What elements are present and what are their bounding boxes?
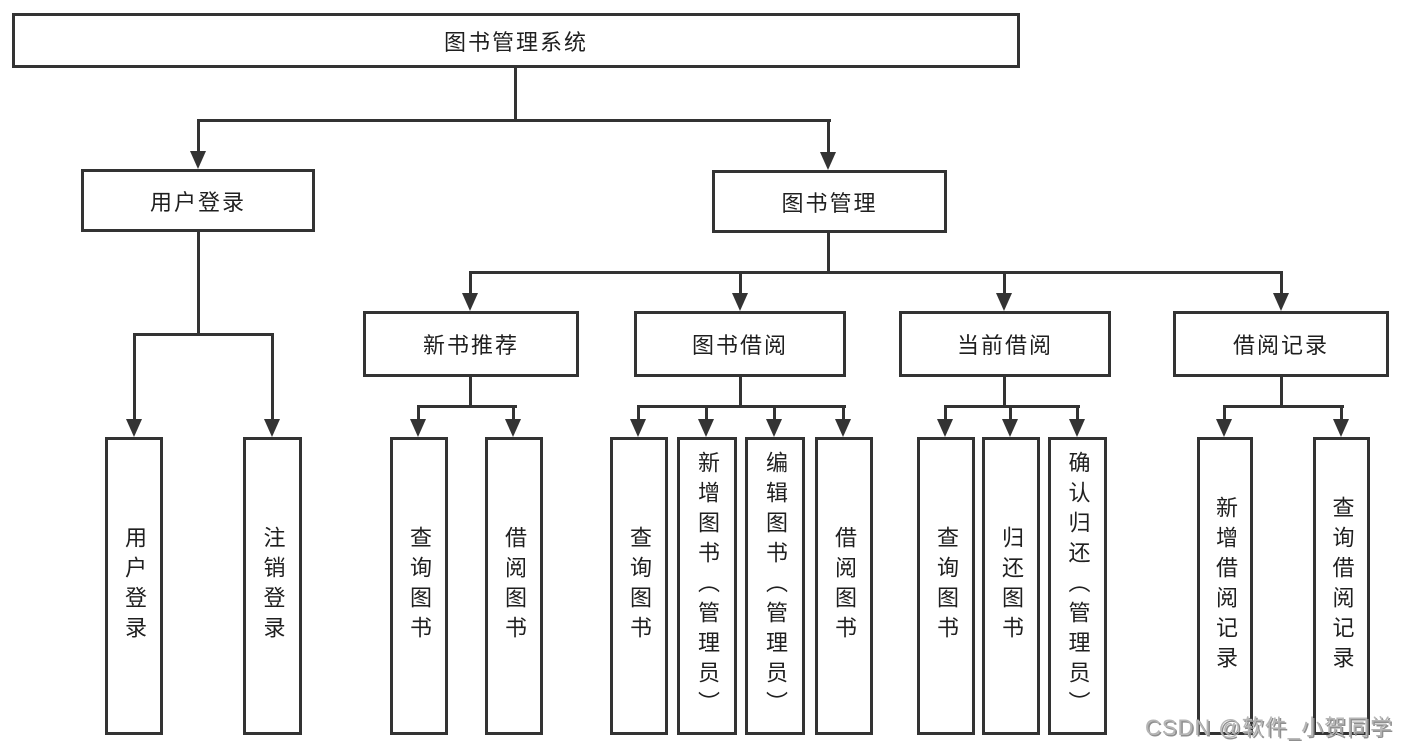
leaf-edit-book-admin: 编辑图书（管理员） bbox=[745, 437, 805, 735]
leaf-label: 新增图书（管理员） bbox=[695, 451, 720, 721]
node-book-borrow: 图书借阅 bbox=[634, 311, 846, 377]
connector-to-leaf bbox=[512, 405, 515, 421]
node-current-borrow: 当前借阅 bbox=[899, 311, 1111, 377]
leaf-add-borrow-record: 新增借阅记录 bbox=[1197, 437, 1253, 735]
connector-to-user-login bbox=[197, 119, 200, 153]
node-label: 新书推荐 bbox=[422, 333, 519, 358]
node-label: 图书管理系统 bbox=[443, 29, 588, 55]
leaf-label: 查询图书 bbox=[407, 526, 432, 646]
arrow-down-icon bbox=[996, 293, 1012, 311]
connector-user-login-hbar bbox=[133, 333, 274, 336]
leaf-borrow-book-recommend: 借阅图书 bbox=[485, 437, 543, 735]
leaf-user-login: 用户登录 bbox=[105, 437, 163, 735]
connector-to-level3 bbox=[469, 271, 472, 295]
node-borrow-records: 借阅记录 bbox=[1173, 311, 1389, 377]
connector-stem bbox=[1280, 377, 1283, 408]
connector-to-leaf bbox=[1076, 405, 1079, 421]
arrow-down-icon bbox=[766, 419, 782, 437]
arrow-down-icon bbox=[462, 293, 478, 311]
connector-hbar bbox=[637, 405, 846, 408]
arrow-down-icon bbox=[937, 419, 953, 437]
leaf-return-book: 归还图书 bbox=[982, 437, 1040, 735]
node-user-login-group: 用户登录 bbox=[81, 169, 315, 232]
leaf-label: 查询图书 bbox=[627, 526, 652, 646]
connector-to-leaf bbox=[417, 405, 420, 421]
arrow-down-icon bbox=[126, 419, 142, 437]
connector-stem bbox=[1003, 377, 1006, 408]
leaf-confirm-return-admin: 确认归还（管理员） bbox=[1048, 437, 1107, 735]
arrow-down-icon bbox=[1216, 419, 1232, 437]
connector-level1-hbar bbox=[197, 119, 831, 122]
leaf-label: 新增借阅记录 bbox=[1213, 496, 1238, 676]
csdn-watermark: CSDN @软件_小贺同学 bbox=[1144, 715, 1393, 740]
node-label: 当前借阅 bbox=[956, 333, 1053, 358]
arrow-down-icon bbox=[835, 419, 851, 437]
node-label: 借阅记录 bbox=[1232, 333, 1329, 358]
leaf-label: 借阅图书 bbox=[502, 526, 527, 646]
leaf-query-book-current: 查询图书 bbox=[917, 437, 975, 735]
arrow-down-icon bbox=[630, 419, 646, 437]
connector-book-mgmt-stem bbox=[827, 233, 830, 273]
connector-user-login-stem bbox=[197, 232, 200, 335]
connector-to-leaf bbox=[1009, 405, 1012, 421]
connector-hbar bbox=[1223, 405, 1344, 408]
arrow-down-icon bbox=[1333, 419, 1349, 437]
arrow-down-icon bbox=[1273, 293, 1289, 311]
connector-to-leaf bbox=[271, 333, 274, 421]
node-label: 图书管理 bbox=[781, 190, 878, 216]
connector-root-stem bbox=[514, 68, 517, 120]
leaf-label: 查询图书 bbox=[934, 526, 959, 646]
arrow-down-icon bbox=[410, 419, 426, 437]
connector-to-level3 bbox=[739, 271, 742, 295]
arrow-down-icon bbox=[1002, 419, 1018, 437]
connector-to-leaf bbox=[1340, 405, 1343, 421]
connector-stem bbox=[469, 377, 472, 408]
arrow-down-icon bbox=[698, 419, 714, 437]
connector-to-level3 bbox=[1003, 271, 1006, 295]
leaf-label: 查询借阅记录 bbox=[1329, 496, 1355, 676]
connector-level2-hbar bbox=[469, 271, 1283, 274]
node-label: 图书借阅 bbox=[691, 333, 788, 358]
connector-to-leaf bbox=[842, 405, 845, 421]
connector-to-leaf bbox=[705, 405, 708, 421]
connector-stem bbox=[739, 377, 742, 408]
connector-to-book-mgmt bbox=[827, 119, 830, 154]
connector-to-leaf bbox=[1223, 405, 1226, 421]
connector-hbar bbox=[944, 405, 1080, 408]
node-book-management: 图书管理 bbox=[712, 170, 947, 233]
leaf-label: 借阅图书 bbox=[832, 526, 857, 646]
leaf-add-book-admin: 新增图书（管理员） bbox=[677, 437, 737, 735]
arrow-down-icon bbox=[505, 419, 521, 437]
arrow-down-icon bbox=[820, 152, 836, 170]
arrow-down-icon bbox=[1069, 419, 1085, 437]
connector-to-leaf bbox=[133, 333, 136, 421]
leaf-logout: 注销登录 bbox=[243, 437, 302, 735]
arrow-down-icon bbox=[190, 151, 206, 169]
leaf-label: 确认归还（管理员） bbox=[1065, 451, 1091, 721]
arrow-down-icon bbox=[732, 293, 748, 311]
leaf-label: 注销登录 bbox=[260, 526, 286, 646]
leaf-label: 归还图书 bbox=[999, 526, 1024, 646]
leaf-query-borrow-record: 查询借阅记录 bbox=[1313, 437, 1370, 735]
node-new-book-recommend: 新书推荐 bbox=[363, 311, 579, 377]
leaf-borrow-book: 借阅图书 bbox=[815, 437, 873, 735]
node-label: 用户登录 bbox=[149, 189, 246, 215]
connector-hbar bbox=[417, 405, 517, 408]
connector-to-leaf bbox=[637, 405, 640, 421]
leaf-query-book-borrow: 查询图书 bbox=[610, 437, 668, 735]
connector-to-leaf bbox=[944, 405, 947, 421]
leaf-query-book-recommend: 查询图书 bbox=[390, 437, 448, 735]
node-library-management-system: 图书管理系统 bbox=[12, 13, 1020, 68]
connector-to-leaf bbox=[773, 405, 776, 421]
connector-to-level3 bbox=[1280, 271, 1283, 295]
arrow-down-icon bbox=[264, 419, 280, 437]
leaf-label: 编辑图书（管理员） bbox=[763, 451, 788, 721]
leaf-label: 用户登录 bbox=[122, 526, 147, 646]
